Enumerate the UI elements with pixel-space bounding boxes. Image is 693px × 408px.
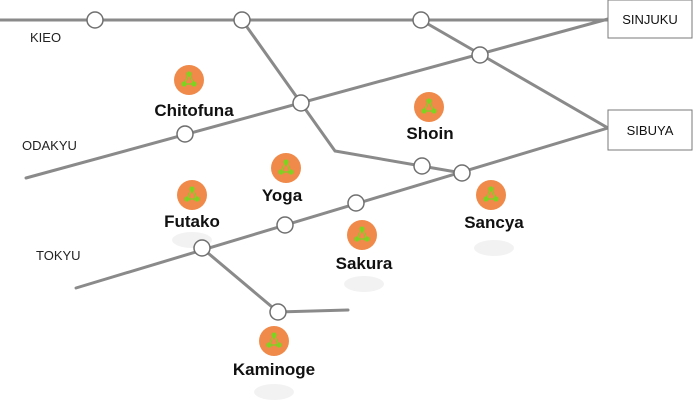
connector-line [419, 18, 610, 130]
station-node-icon[interactable] [412, 11, 430, 29]
kaminoge-branch-line [200, 246, 350, 314]
area-chitofuna[interactable] [174, 65, 204, 95]
terminal-sibuya[interactable]: SIBUYA [607, 109, 693, 151]
tokyu-line [74, 126, 610, 290]
label-shadow [344, 276, 384, 292]
area-sancya[interactable] [476, 180, 506, 210]
area-label-yoga: Yoga [262, 186, 303, 205]
station-node-icon[interactable] [453, 164, 471, 182]
station-node-icon[interactable] [233, 11, 251, 29]
area-marker-icon [177, 180, 207, 210]
area-marker-icon [174, 65, 204, 95]
area-label-kaminoge: Kaminoge [233, 360, 315, 379]
area-sakura[interactable] [347, 220, 377, 250]
station-node-icon[interactable] [292, 94, 310, 112]
terminal-label-sibuya: SIBUYA [627, 123, 674, 138]
terminal-sinjuku[interactable]: SINJUKU [607, 0, 693, 39]
area-label-chitofuna: Chitofuna [154, 101, 234, 120]
station-node-icon[interactable] [413, 157, 431, 175]
area-label-sancya: Sancya [464, 213, 524, 232]
area-marker-icon [347, 220, 377, 250]
area-marker-icon [476, 180, 506, 210]
terminal-box[interactable] [607, 0, 693, 39]
odakyu-line [24, 17, 610, 180]
area-marker-icon [414, 92, 444, 122]
area-label-sakura: Sakura [336, 254, 393, 273]
station-node-icon[interactable] [471, 46, 489, 64]
rail-lines [0, 17, 610, 314]
label-shadows [172, 232, 514, 400]
terminal-label-sinjuku: SINJUKU [622, 12, 678, 27]
station-node-icon[interactable] [269, 303, 287, 321]
area-marker-icon [259, 326, 289, 356]
line-label-kieo: KIEO [30, 30, 61, 45]
terminal-box[interactable] [607, 109, 693, 151]
area-yoga[interactable] [271, 153, 301, 183]
station-node-icon[interactable] [176, 125, 194, 143]
area-marker-icon [271, 153, 301, 183]
area-shoin[interactable] [414, 92, 444, 122]
station-nodes [86, 11, 489, 321]
area-kaminoge[interactable] [259, 326, 289, 356]
station-node-icon[interactable] [86, 11, 104, 29]
area-futako[interactable] [177, 180, 207, 210]
line-label-tokyu: TOKYU [36, 248, 81, 263]
station-node-icon[interactable] [276, 216, 294, 234]
label-shadow [254, 384, 294, 400]
area-label-futako: Futako [164, 212, 220, 231]
line-labels: KIEO ODAKYU TOKYU [22, 30, 81, 263]
station-node-icon[interactable] [347, 194, 365, 212]
line-label-odakyu: ODAKYU [22, 138, 77, 153]
area-label-shoin: Shoin [406, 124, 453, 143]
label-shadow [474, 240, 514, 256]
station-node-icon[interactable] [193, 239, 211, 257]
